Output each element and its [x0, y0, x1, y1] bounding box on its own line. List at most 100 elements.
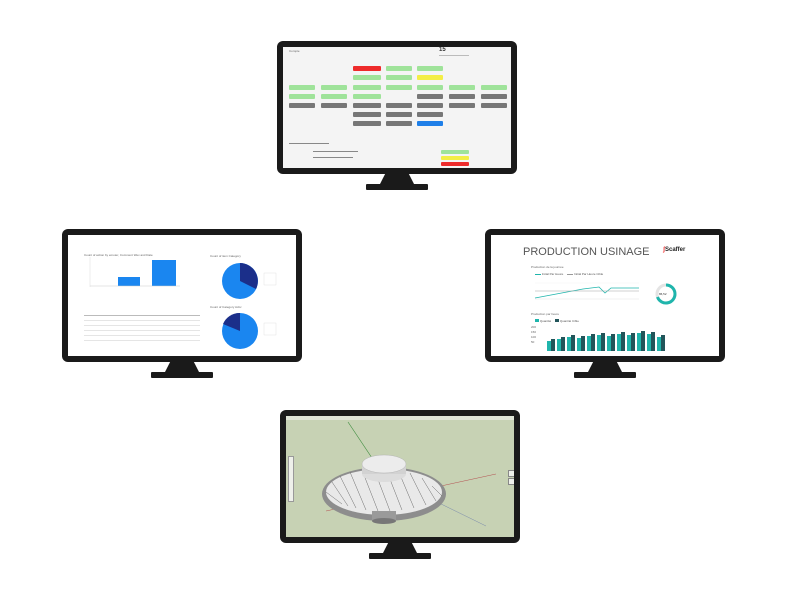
bar — [561, 337, 565, 351]
grid-button[interactable] — [449, 103, 475, 108]
legend-swatch — [555, 319, 560, 322]
grid-button[interactable] — [353, 112, 381, 117]
grid-button[interactable] — [321, 103, 347, 108]
grid-button[interactable] — [289, 103, 315, 108]
monitor-neck — [165, 362, 199, 372]
monitor-foot — [151, 372, 213, 378]
pie-slice — [240, 263, 258, 289]
bar — [591, 334, 595, 351]
screen-button-grid: Compte 15 — [283, 47, 511, 168]
series-line — [534, 286, 639, 299]
text-line — [289, 143, 329, 144]
grid-button[interactable] — [353, 103, 381, 108]
y-tick: 200 — [531, 325, 537, 329]
pie-top-title: Count of item Category — [210, 254, 241, 258]
text-line — [313, 151, 358, 152]
brand-name: Scaffer — [665, 247, 686, 253]
grid-button[interactable] — [449, 94, 475, 99]
grid-button[interactable] — [386, 121, 412, 126]
bar — [627, 335, 631, 351]
grid-button[interactable] — [386, 112, 412, 117]
data-table — [84, 313, 200, 343]
view-button[interactable] — [508, 470, 514, 477]
brand-logo: ʃScaffer — [663, 247, 686, 253]
status-badge — [441, 162, 469, 166]
bar — [587, 336, 591, 351]
bar-chart — [547, 331, 665, 351]
monitor-neck — [588, 362, 622, 372]
text-line — [313, 157, 353, 158]
bar-legend-b: Quantité Cible — [559, 319, 579, 323]
grid-button[interactable] — [386, 66, 412, 71]
grid-button[interactable] — [417, 85, 443, 90]
bar — [118, 277, 140, 286]
monitor-bezel: PRODUCTION USINAGE ʃScaffer Production d… — [485, 229, 725, 362]
grid-button[interactable] — [481, 94, 507, 99]
bar — [621, 332, 625, 351]
tool-palette — [288, 456, 294, 502]
bar — [617, 334, 621, 351]
bar — [647, 334, 651, 351]
bar-legend-a: Quantité — [539, 319, 552, 323]
viewer-toolbar — [286, 416, 514, 420]
grid-button[interactable] — [417, 94, 443, 99]
bar — [581, 336, 585, 351]
gauge-fill — [656, 283, 677, 305]
y-axis-ticks: 200 150 100 50 — [531, 325, 541, 345]
bar — [641, 331, 645, 351]
status-badge — [441, 150, 469, 154]
grid-button[interactable] — [417, 121, 443, 126]
pie-bottom-title: Count of Category Activ — [210, 305, 242, 309]
y-tick: 150 — [531, 330, 537, 334]
grid-button[interactable] — [417, 66, 443, 71]
legend-a: Initial Par Heure — [541, 272, 564, 276]
bar — [557, 339, 561, 351]
grid-button[interactable] — [481, 85, 507, 90]
grid-button[interactable] — [481, 103, 507, 108]
grid-button[interactable] — [386, 103, 412, 108]
bar — [547, 341, 551, 351]
monitor-foot — [574, 372, 636, 378]
counter-underline — [439, 55, 469, 56]
grid-button[interactable] — [289, 85, 315, 90]
grid-button[interactable] — [417, 112, 443, 117]
monitor-top: Compte 15 — [277, 41, 517, 191]
grid-button[interactable] — [386, 85, 412, 90]
gauge-value: 86,52 — [659, 292, 667, 296]
pie-chart-top — [222, 263, 277, 299]
monitor-foot — [369, 553, 431, 559]
legend-swatch — [535, 319, 539, 322]
page-title: PRODUCTION USINAGE — [523, 246, 650, 258]
bar — [651, 332, 655, 351]
grid-button[interactable] — [386, 75, 412, 80]
grid-button[interactable] — [321, 94, 347, 99]
grid-button[interactable] — [417, 75, 443, 80]
view-button[interactable] — [508, 478, 514, 485]
bar — [567, 337, 571, 351]
bar — [577, 338, 581, 351]
grid-button[interactable] — [449, 85, 475, 90]
gauge — [655, 283, 677, 305]
bar-chart — [89, 257, 180, 287]
grid-button[interactable] — [321, 85, 347, 90]
grid-button[interactable] — [417, 103, 443, 108]
monitor-left: Count of action by emoter, Comment Wex a… — [62, 229, 302, 381]
counter-value: 15 — [439, 47, 446, 53]
screen-title: Compte — [289, 49, 300, 53]
bar — [571, 335, 575, 351]
grid-button[interactable] — [353, 75, 381, 80]
legend-line-icon — [567, 273, 574, 275]
line-chart — [534, 282, 639, 300]
grid-button[interactable] — [353, 94, 381, 99]
y-tick: 50 — [531, 340, 535, 344]
y-tick: 100 — [531, 335, 537, 339]
bar — [601, 333, 605, 351]
bar — [637, 333, 641, 351]
grid-button[interactable] — [353, 66, 381, 71]
grid-button[interactable] — [353, 85, 381, 90]
grid-button[interactable] — [289, 94, 315, 99]
monitor-bezel: Compte 15 — [277, 41, 517, 174]
line-section-title: Production de la journée — [531, 265, 564, 269]
monitor-right: PRODUCTION USINAGE ʃScaffer Production d… — [485, 229, 725, 381]
grid-button[interactable] — [353, 121, 381, 126]
